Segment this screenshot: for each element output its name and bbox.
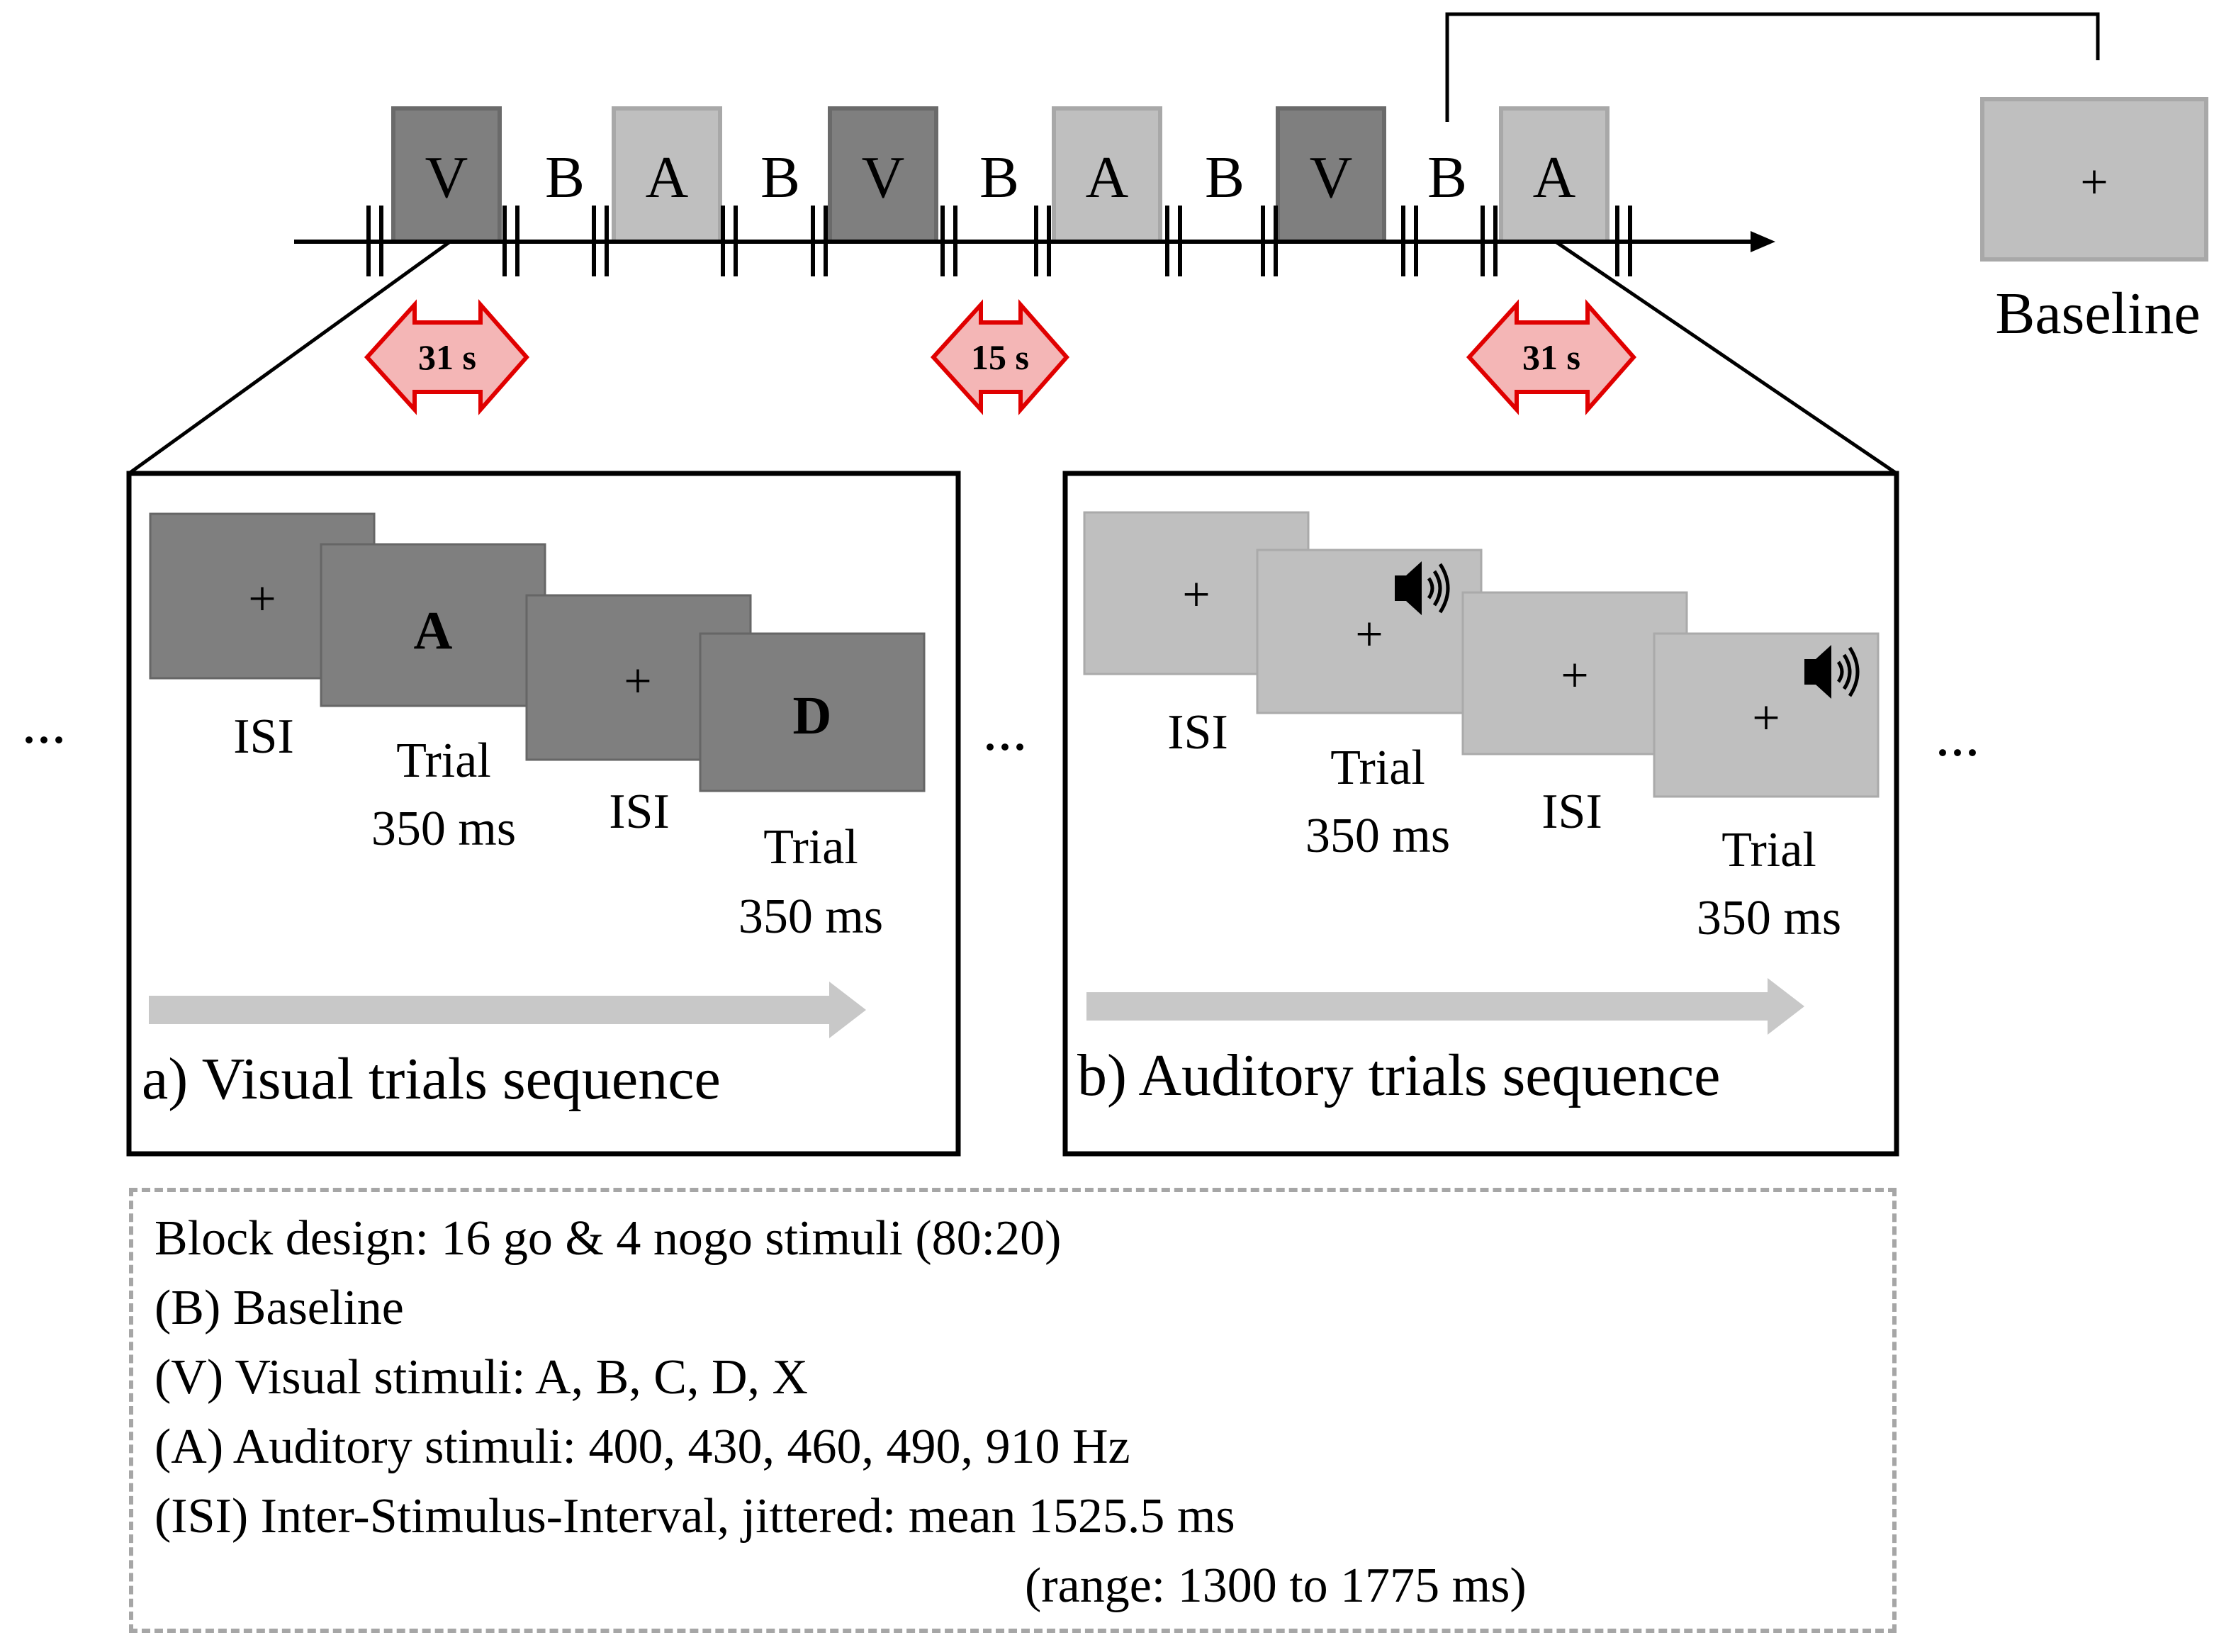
visual-trial-label-1a: Trial (396, 734, 491, 788)
duration-label-2: 15 s (971, 337, 1029, 377)
auditory-trial-label-1b: 350 ms (1305, 809, 1450, 863)
timeline-arrowhead (1751, 231, 1775, 252)
legend-line-auditory: (A) Auditory stimuli: 400, 430, 460, 490… (155, 1420, 1130, 1474)
visual-isi-label-1: ISI (233, 709, 294, 764)
duration-arrow-3: 31 s (1466, 299, 1636, 415)
visual-isi-cross-2: + (624, 654, 651, 709)
auditory-isi-screen-2 (1461, 591, 1688, 755)
auditory-trial-label-2b: 350 ms (1697, 891, 1841, 945)
visual-panel: + A + D ISI Trial 350 ms ISI Trial 350 m… (126, 471, 961, 1157)
duration-label-1: 31 s (418, 337, 476, 377)
auditory-trial-label-1a: Trial (1330, 741, 1425, 795)
visual-isi-label-2: ISI (609, 785, 670, 839)
auditory-trial-label-2a: Trial (1721, 823, 1816, 877)
baseline-screen (1980, 97, 2208, 262)
legend-line-baseline: (B) Baseline (155, 1281, 404, 1335)
block-b-2-label: B (760, 145, 800, 210)
duration-arrow-2: 15 s (930, 299, 1069, 415)
legend-line-visual: (V) Visual stimuli: A, B, C, D, X (155, 1350, 809, 1405)
timeline: V B A B V B A B V B A (294, 12, 2208, 347)
auditory-trial-screen-1 (1256, 549, 1483, 714)
ellipsis-left: ... (22, 690, 67, 756)
visual-trial-label-2a: Trial (763, 820, 858, 875)
block-v-2-label: V (862, 145, 905, 210)
visual-trial-label-1b: 350 ms (371, 802, 516, 856)
ellipsis-middle: ... (983, 697, 1028, 763)
baseline-connector (1445, 12, 2100, 122)
auditory-isi-label-2: ISI (1541, 785, 1602, 839)
auditory-isi-cross-1: + (1182, 568, 1210, 622)
visual-isi-cross-1: + (248, 572, 276, 626)
auditory-trial-cross-1: + (1355, 607, 1383, 662)
block-a-3 (1499, 106, 1610, 244)
visual-trial-letter-1: A (414, 601, 453, 661)
block-a-2-label: A (1086, 145, 1129, 210)
auditory-trial-screen-2 (1653, 632, 1880, 798)
baseline-label: Baseline (1995, 281, 2200, 347)
zoom-line-right (1554, 240, 1898, 476)
auditory-time-arrow (1086, 978, 1804, 1035)
speaker-icon (1804, 645, 1860, 699)
visual-time-arrow (149, 982, 866, 1038)
ellipsis-right: ... (1936, 703, 1980, 769)
visual-trial-screen-2 (699, 632, 926, 792)
visual-trial-letter-2: D (793, 686, 832, 746)
block-a-3-label: A (1533, 145, 1576, 210)
auditory-isi-cross-2: + (1561, 648, 1588, 703)
block-b-1-label: B (545, 145, 585, 210)
duration-label-3: 31 s (1522, 337, 1580, 377)
block-v-3-label: V (1310, 145, 1353, 210)
block-b-3-label: B (979, 145, 1019, 210)
auditory-panel-title: b) Auditory trials sequence (1077, 1043, 1720, 1108)
legend-line-block-design: Block design: 16 go & 4 nogo stimuli (80… (155, 1211, 1062, 1266)
timeline-ticks (366, 206, 1632, 276)
auditory-trial-cross-2: + (1752, 691, 1780, 746)
visual-trial-screen-1 (320, 543, 546, 707)
zoom-line-left (128, 240, 451, 476)
visual-trial-label-2b: 350 ms (738, 889, 883, 944)
legend-line-isi-range: (range: 1300 to 1775 ms) (1025, 1558, 1527, 1613)
block-v-1-label: V (425, 145, 468, 210)
auditory-isi-label-1: ISI (1167, 705, 1228, 760)
visual-panel-title: a) Visual trials sequence (142, 1046, 721, 1112)
duration-arrow-1: 31 s (364, 299, 529, 415)
auditory-panel: + + + + ISI Trial 350 ms ISI Trial 350 m… (1062, 471, 1899, 1157)
baseline-cross: + (2080, 155, 2108, 210)
block-b-5-label: B (1427, 145, 1467, 210)
block-v-2 (828, 106, 938, 244)
block-b-4-label: B (1205, 145, 1245, 210)
block-a-2 (1052, 106, 1162, 244)
block-a-1 (612, 106, 722, 244)
legend-line-isi: (ISI) Inter-Stimulus-Interval, jittered:… (155, 1489, 1235, 1544)
speaker-icon (1395, 561, 1450, 615)
block-a-1-label: A (646, 145, 689, 210)
legend-box (129, 1188, 1897, 1633)
